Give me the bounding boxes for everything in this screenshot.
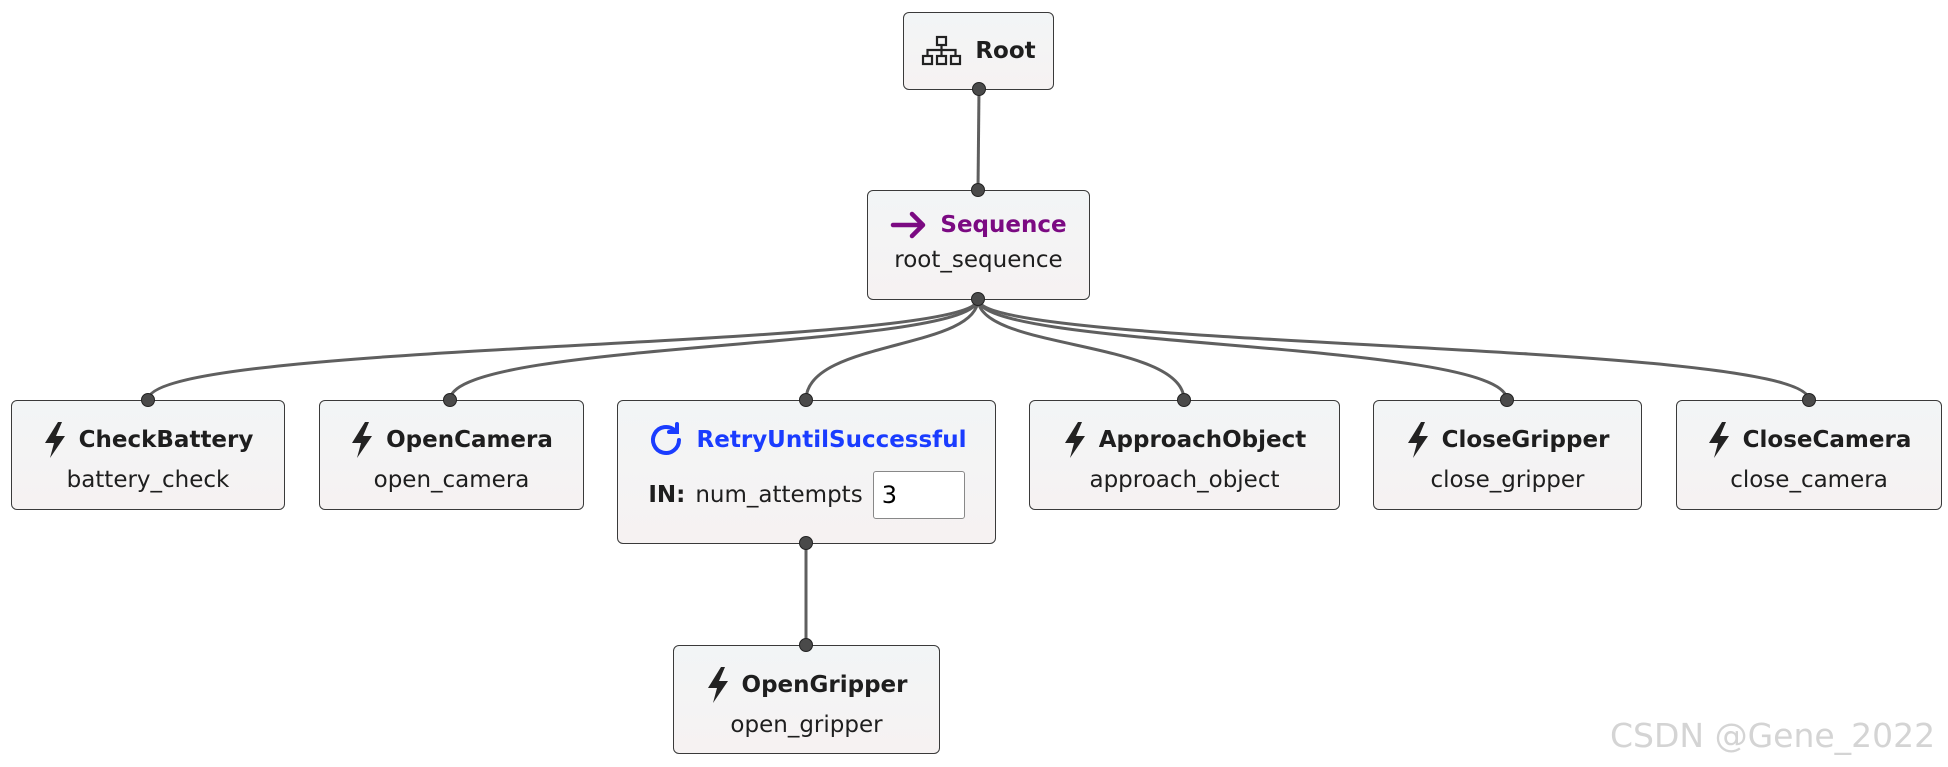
- port-retry-out[interactable]: [799, 536, 813, 550]
- node-title: ApproachObject: [1098, 427, 1307, 453]
- edge-sequence-closecamera: [976, 298, 1811, 401]
- port-name-label: num_attempts: [695, 482, 863, 508]
- node-title: CloseCamera: [1742, 427, 1912, 453]
- port-closegripper-in[interactable]: [1500, 393, 1514, 407]
- node-approach-object[interactable]: ApproachObject approach_object: [1029, 400, 1340, 510]
- port-sequence-out[interactable]: [971, 292, 985, 306]
- port-direction-label: IN:: [648, 482, 686, 508]
- edge-sequence-checkbattery: [146, 298, 980, 401]
- arrow-right-icon: [890, 211, 928, 239]
- node-name: close_gripper: [1430, 467, 1585, 493]
- node-close-gripper[interactable]: CloseGripper close_gripper: [1373, 400, 1642, 510]
- tree-hierarchy-icon: [921, 35, 963, 67]
- port-retry-in[interactable]: [799, 393, 813, 407]
- node-title: OpenGripper: [741, 672, 908, 698]
- port-closecamera-in[interactable]: [1802, 393, 1816, 407]
- lightning-icon: [706, 666, 730, 704]
- node-open-camera[interactable]: OpenCamera open_camera: [319, 400, 584, 510]
- lightning-icon: [1707, 421, 1731, 459]
- lightning-icon: [1406, 421, 1430, 459]
- node-title: CloseGripper: [1441, 427, 1610, 453]
- port-opencamera-in[interactable]: [443, 393, 457, 407]
- node-sequence[interactable]: Sequence root_sequence: [867, 190, 1090, 300]
- node-name: battery_check: [66, 467, 230, 493]
- lightning-icon: [1063, 421, 1087, 459]
- retry-icon: [647, 421, 685, 459]
- port-sequence-in[interactable]: [971, 183, 985, 197]
- num-attempts-input[interactable]: [872, 471, 965, 519]
- lightning-icon: [350, 421, 374, 459]
- node-title: CheckBattery: [78, 427, 254, 453]
- node-retry-until-successful[interactable]: RetryUntilSuccessful IN: num_attempts: [617, 400, 996, 544]
- node-name: approach_object: [1089, 467, 1280, 493]
- node-close-camera[interactable]: CloseCamera close_camera: [1676, 400, 1942, 510]
- edge-sequence-retry: [804, 298, 980, 401]
- node-title: RetryUntilSuccessful: [696, 427, 967, 453]
- edge-sequence-closegripper: [976, 298, 1509, 401]
- node-name: open_gripper: [730, 712, 883, 738]
- port-opengripper-in[interactable]: [799, 638, 813, 652]
- node-title: Root: [975, 38, 1036, 64]
- node-title: OpenCamera: [386, 427, 553, 453]
- edge-root-sequence: [976, 88, 981, 191]
- port-approachobject-in[interactable]: [1177, 393, 1191, 407]
- node-open-gripper[interactable]: OpenGripper open_gripper: [673, 645, 940, 754]
- node-name: close_camera: [1730, 467, 1888, 493]
- node-name: root_sequence: [894, 247, 1063, 273]
- port-root-out[interactable]: [972, 82, 986, 96]
- node-name: open_camera: [373, 467, 530, 493]
- lightning-icon: [43, 421, 67, 459]
- edge-sequence-approachobject: [976, 298, 1186, 401]
- node-check-battery[interactable]: CheckBattery battery_check: [11, 400, 285, 510]
- node-title: Sequence: [940, 212, 1067, 238]
- edge-sequence-opencamera: [448, 298, 980, 401]
- port-checkbattery-in[interactable]: [141, 393, 155, 407]
- node-root[interactable]: Root: [903, 12, 1054, 90]
- watermark: CSDN @Gene_2022: [1610, 716, 1936, 755]
